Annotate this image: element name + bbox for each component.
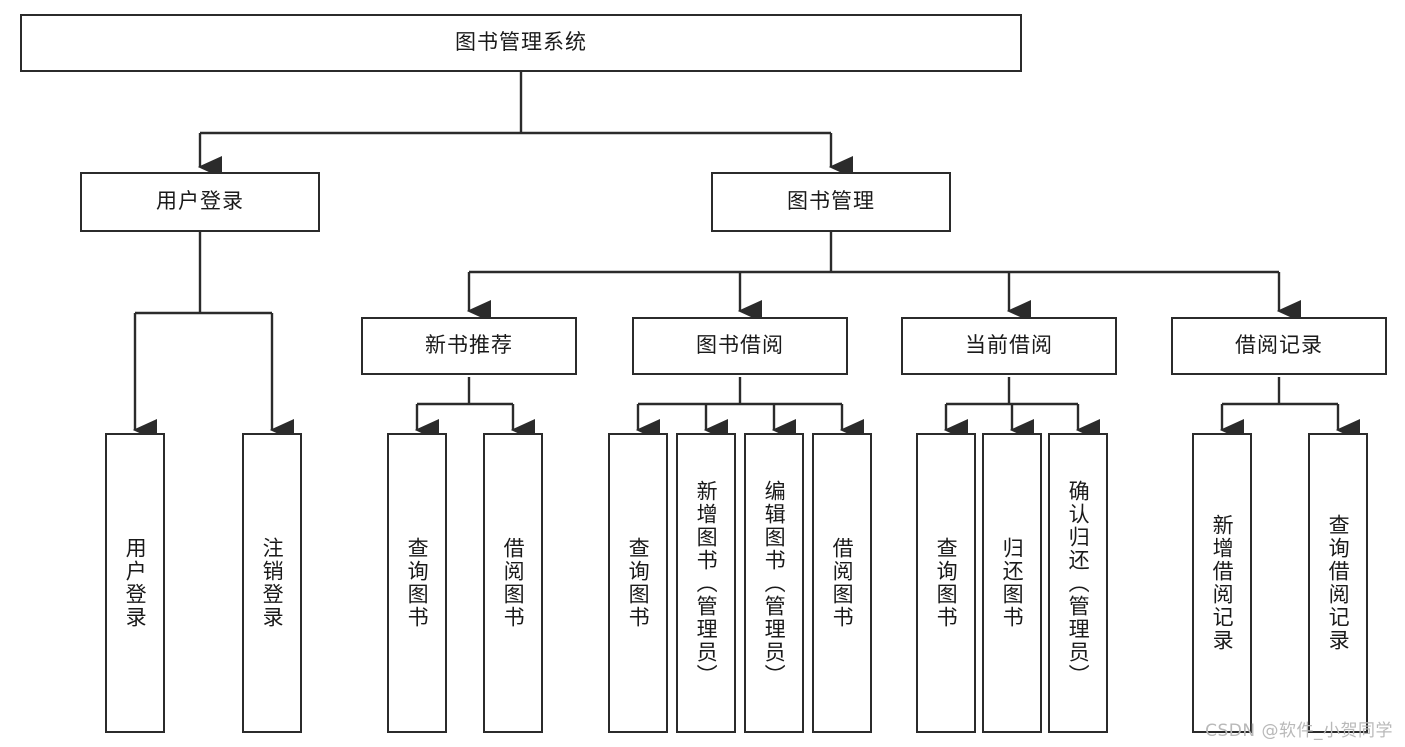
- node-root[interactable]: 图书管理系统: [20, 14, 1022, 72]
- leaf-borrow-book-1-label: 借阅图书: [501, 537, 526, 629]
- leaf-user-login[interactable]: 用户登录: [105, 433, 165, 733]
- leaf-borrow-book-2[interactable]: 借阅图书: [812, 433, 872, 733]
- leaf-edit-book-label: 编辑图书（管理员）: [762, 479, 787, 687]
- leaf-return-book[interactable]: 归还图书: [982, 433, 1042, 733]
- node-current-borrow[interactable]: 当前借阅: [901, 317, 1117, 375]
- leaf-query-book-1[interactable]: 查询图书: [387, 433, 447, 733]
- watermark: CSDN @软件_小贺同学: [1205, 721, 1393, 741]
- node-user-login-label: 用户登录: [156, 189, 244, 214]
- node-root-label: 图书管理系统: [455, 30, 587, 55]
- node-book-management[interactable]: 图书管理: [711, 172, 951, 232]
- leaf-query-book-1-label: 查询图书: [405, 537, 430, 629]
- leaf-add-book[interactable]: 新增图书（管理员）: [676, 433, 736, 733]
- leaf-query-book-3[interactable]: 查询图书: [916, 433, 976, 733]
- node-borrow-record[interactable]: 借阅记录: [1171, 317, 1387, 375]
- leaf-logout-login[interactable]: 注销登录: [242, 433, 302, 733]
- leaf-confirm-return-label: 确认归还（管理员）: [1066, 479, 1091, 687]
- leaf-query-book-3-label: 查询图书: [934, 537, 959, 629]
- leaf-confirm-return[interactable]: 确认归还（管理员）: [1048, 433, 1108, 733]
- leaf-query-book-2[interactable]: 查询图书: [608, 433, 668, 733]
- leaf-query-record-label: 查询借阅记录: [1326, 514, 1351, 652]
- node-user-login[interactable]: 用户登录: [80, 172, 320, 232]
- leaf-borrow-book-1[interactable]: 借阅图书: [483, 433, 543, 733]
- node-book-borrow[interactable]: 图书借阅: [632, 317, 848, 375]
- leaf-query-record[interactable]: 查询借阅记录: [1308, 433, 1368, 733]
- node-borrow-record-label: 借阅记录: [1235, 333, 1323, 358]
- leaf-edit-book[interactable]: 编辑图书（管理员）: [744, 433, 804, 733]
- leaf-borrow-book-2-label: 借阅图书: [830, 537, 855, 629]
- leaf-add-record[interactable]: 新增借阅记录: [1192, 433, 1252, 733]
- node-new-book-recommend[interactable]: 新书推荐: [361, 317, 577, 375]
- leaf-add-record-label: 新增借阅记录: [1210, 514, 1235, 652]
- leaf-add-book-label: 新增图书（管理员）: [694, 479, 719, 687]
- node-current-borrow-label: 当前借阅: [965, 333, 1053, 358]
- node-new-book-recommend-label: 新书推荐: [425, 333, 513, 358]
- node-book-borrow-label: 图书借阅: [696, 333, 784, 358]
- leaf-user-login-label: 用户登录: [123, 537, 148, 629]
- leaf-query-book-2-label: 查询图书: [626, 537, 651, 629]
- leaf-return-book-label: 归还图书: [1000, 537, 1025, 629]
- leaf-logout-login-label: 注销登录: [260, 537, 285, 629]
- node-book-management-label: 图书管理: [787, 189, 875, 214]
